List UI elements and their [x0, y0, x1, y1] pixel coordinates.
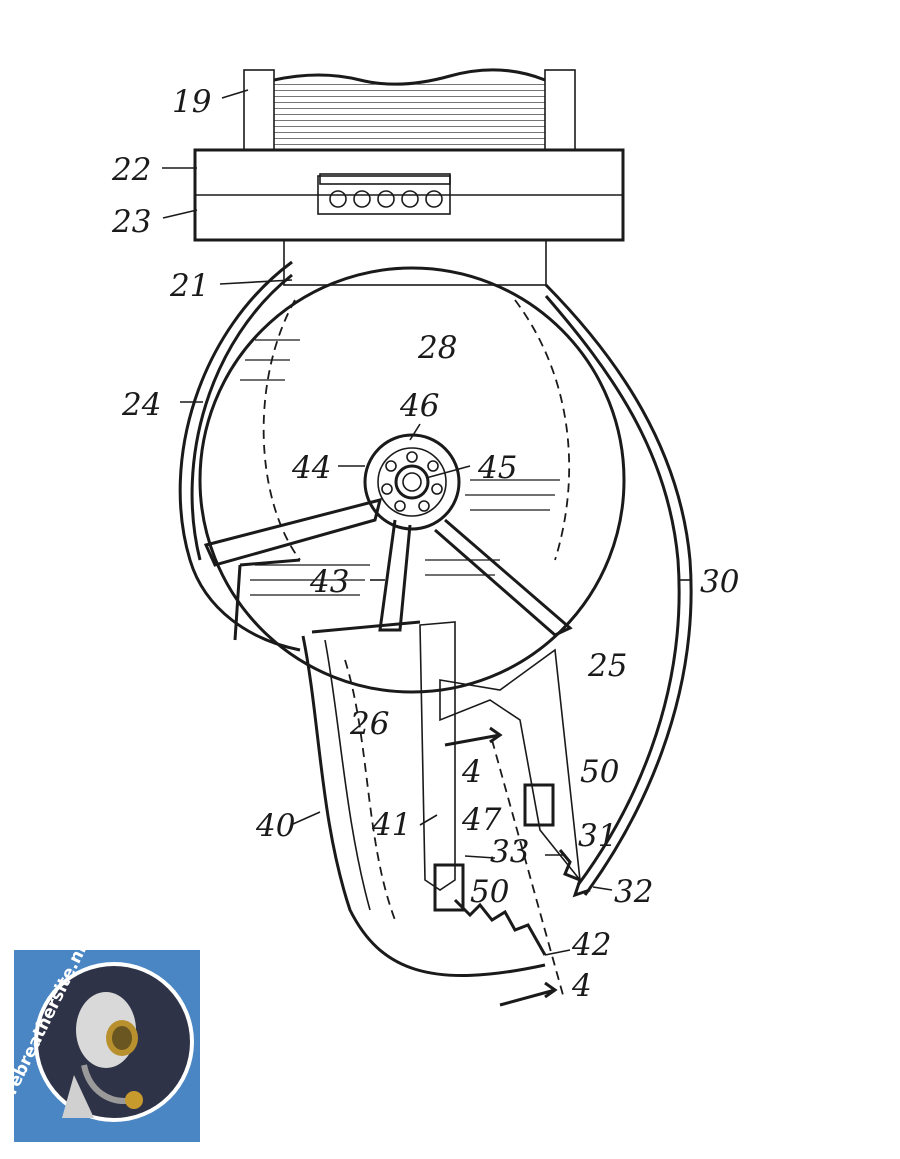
spokes-43 — [203, 497, 573, 641]
label-26: 26 — [349, 706, 389, 742]
label-41: 41 — [371, 807, 411, 843]
label-50-right: 50 — [580, 754, 619, 790]
label-33: 33 — [490, 834, 529, 870]
section-line-4 — [444, 726, 564, 1007]
reference-labels: 19 22 23 21 28 24 46 44 45 43 30 25 26 4… — [111, 84, 739, 1004]
label-40: 40 — [255, 808, 295, 844]
label-4-top: 4 — [461, 754, 482, 790]
label-47: 47 — [461, 802, 502, 838]
housing — [178, 260, 693, 896]
leader-lines — [162, 89, 692, 956]
blade-31 — [439, 648, 591, 956]
bearing-ring — [193, 148, 625, 242]
tube-19 — [243, 68, 576, 151]
label-44: 44 — [291, 450, 331, 486]
label-4-bottom: 4 — [571, 968, 592, 1004]
label-25: 25 — [587, 648, 627, 684]
neck-21 — [283, 239, 547, 286]
label-42: 42 — [571, 927, 611, 963]
label-24: 24 — [121, 387, 161, 423]
label-19: 19 — [172, 84, 211, 120]
watermark-badge: http://therebreathersite.nl — [0, 942, 200, 1159]
label-28: 28 — [417, 330, 457, 366]
label-31: 31 — [578, 818, 617, 854]
chute-26 — [301, 620, 546, 977]
label-46: 46 — [399, 388, 439, 424]
label-22: 22 — [111, 152, 151, 188]
label-43: 43 — [309, 564, 349, 600]
label-30: 30 — [700, 564, 739, 600]
hub — [363, 433, 461, 531]
label-23: 23 — [111, 204, 151, 240]
partition-41 — [419, 621, 465, 912]
label-50-left: 50 — [470, 874, 509, 910]
label-21: 21 — [169, 268, 209, 304]
label-45: 45 — [477, 450, 517, 486]
wheel-28 — [198, 266, 626, 694]
diver-helmet-icon: http://therebreathersite.nl — [0, 942, 194, 1159]
label-32: 32 — [614, 874, 653, 910]
